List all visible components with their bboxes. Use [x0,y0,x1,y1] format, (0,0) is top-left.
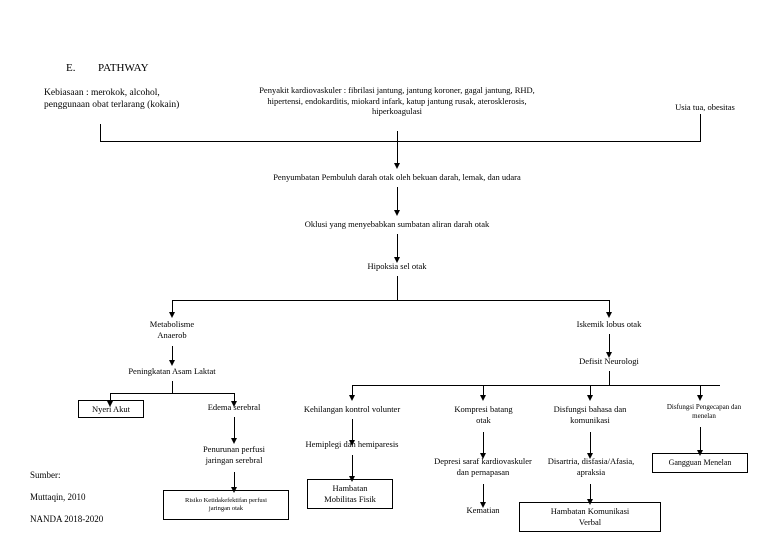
node-cardiovascular-depression: Depresi saraf kardiovaskuler dan pernapa… [434,456,532,477]
node-lactic-acid-increase: Peningkatan Asam Laktat [128,366,216,376]
connector-hypoxia-down [397,276,398,300]
source-line-2: NANDA 2018-2020 [30,514,104,524]
connector-occlusion-to-hypoxia [397,234,398,258]
connector-left-split-b [234,393,235,402]
connector-bus-to-blockage [397,141,398,164]
connector-hemiplegia-to-mobility [352,455,353,477]
arrow-to-hemiplegia [348,440,355,446]
node-occlusion: Oklusi yang menyebabkan sumbatan aliran … [304,219,490,229]
arrow-to-lactate [168,360,175,366]
connector-habits-down [100,124,101,141]
connector-edema-to-perfusion [234,417,235,439]
bus-branch-split [172,300,609,301]
connector-right-split-d [700,385,701,396]
bus-top [100,141,701,142]
connector-brainstem-to-depression [483,432,484,454]
arrow-to-anaerob [168,312,175,318]
node-hemiplegia: Hemiplegi dan hemiparesis [305,439,399,449]
arrow-to-occlusion [393,210,400,216]
connector-right-split-a [352,385,353,396]
connector-motorloss-to-hemiplegia [352,419,353,441]
arrow-to-cerebral-edema [230,401,237,407]
connector-lactate-down [172,381,173,393]
node-swallow-dysfunction: Disfungsi Pengecapan dan menelan [666,403,742,420]
connector-blockage-to-occlusion [397,187,398,211]
node-neurologic-deficit: Defisit Neurologi [579,356,639,366]
arrow-to-brainstem [479,395,486,401]
connector-dysarthria-to-communication [590,484,591,500]
node-swallow-disorder: Gangguan Menelan [652,453,748,473]
arrow-to-dysarthria [586,453,593,459]
node-acute-pain: Nyeri Akut [78,400,144,418]
connector-deficit-down [609,371,610,385]
arrow-to-acute-pain [106,401,113,407]
section-letter: E. [66,62,76,74]
node-perfusion-risk: Risiko Ketidakefektifan perfusi jaringan… [163,490,289,520]
arrow-to-perfusion-drop [230,438,237,444]
connector-depression-to-death [483,484,484,503]
node-ischemic-lobe: Iskemik lobus otak [576,319,642,329]
node-brainstem-compression: Kompresi batang otak [454,404,513,425]
node-habits: Kebiasaan : merokok, alcohol, penggunaan… [44,88,180,110]
node-cerebral-edema: Edema serebral [207,402,261,412]
node-communication-barrier: Hambatan Komunikasi Verbal [519,502,661,532]
node-age-obesity: Usia tua, obesitas [675,102,735,112]
connector-anaerob-to-lactate [172,346,173,361]
page-title: PATHWAY [98,62,149,74]
connector-ischemic-to-deficit [609,334,610,353]
arrow-to-neuro-deficit [605,352,612,358]
connector-split-right [609,300,610,313]
arrow-to-language-dysfunction [586,395,593,401]
node-language-dysfunction: Disfungsi bahasa dan komunikasi [553,404,627,425]
node-mobility-barrier: Hambatan Mobilitas Fisik [307,479,393,509]
arrow-to-ischemic-lobe [605,312,612,318]
node-anaerobic-metabolism: Metabolisme Anaerob [149,319,195,340]
node-death: Kematian [466,505,500,515]
arrow-to-blockage [393,163,400,169]
node-perfusion-decrease: Penurunan perfusi jaringan serebral [202,444,266,465]
source-line-1: Muttaqin, 2010 [30,492,86,502]
connector-age-down [700,114,701,141]
arrow-to-hypoxia [393,257,400,263]
node-voluntary-control-loss: Kehilangan kontrol volunter [303,404,401,414]
connector-split-left [172,300,173,313]
connector-perfusion-to-risk [234,472,235,488]
node-dysarthria: Disartria, disfasia/Afasia, apraksia [547,456,635,477]
arrow-to-swallow-dysfunction [696,395,703,401]
arrow-to-cardio-depression [479,453,486,459]
node-blood-vessel-blockage: Penyumbatan Pembuluh darah otak oleh bek… [273,172,521,182]
node-hypoxia: Hipoksia sel otak [367,261,427,271]
source-label: Sumber: [30,470,61,480]
connector-left-split-a [110,393,111,402]
bus-left-split [110,393,234,394]
bus-right-split [352,385,720,386]
connector-right-split-c [590,385,591,396]
arrow-to-death [479,502,486,508]
connector-swallow-to-disorder [700,427,701,451]
node-cardiovascular-disease: Penyakit kardiovaskuler : fibrilasi jant… [259,85,535,117]
connector-right-split-b [483,385,484,396]
arrow-to-motor-loss [348,395,355,401]
connector-language-to-dysarthria [590,432,591,454]
connector-cardio-down [397,131,398,141]
